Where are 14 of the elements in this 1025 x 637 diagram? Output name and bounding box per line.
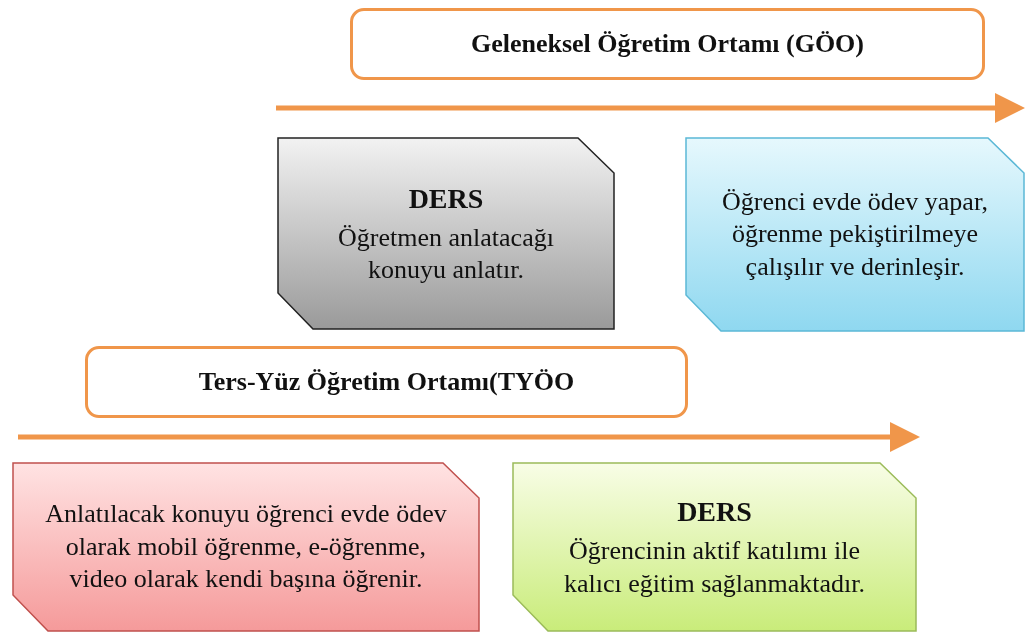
heading-box: [350, 8, 985, 80]
heading-box: [85, 346, 688, 418]
box-text: Öğrenci evde ödev yapar, öğrenme pekiştirilmeye çalışılır ve derinleşir.: [720, 185, 990, 283]
note-box: [12, 462, 480, 632]
box-heading: DERS: [408, 181, 484, 216]
box-title: Geleneksel Öğretim Ortamı (GÖO): [470, 27, 864, 60]
box-text: Öğrencinin aktif katılımı ile kalıcı eğitim sağlanmaktadır.: [562, 535, 867, 600]
note-box: [512, 462, 917, 632]
box-text: Öğretmen anlatacağı konuyu anlatır.: [337, 221, 555, 286]
note-box: [685, 137, 1025, 332]
box-title: Ters-Yüz Öğretim Ortamı(TYÖO: [198, 365, 575, 398]
box-heading: DERS: [677, 495, 752, 529]
note-box: [277, 137, 615, 330]
box-text: Anlatılacak konuyu öğrenci evde ödev olarak mobil öğrenme, e-öğrenme, video olarak kendi başına öğrenir.: [44, 498, 448, 596]
